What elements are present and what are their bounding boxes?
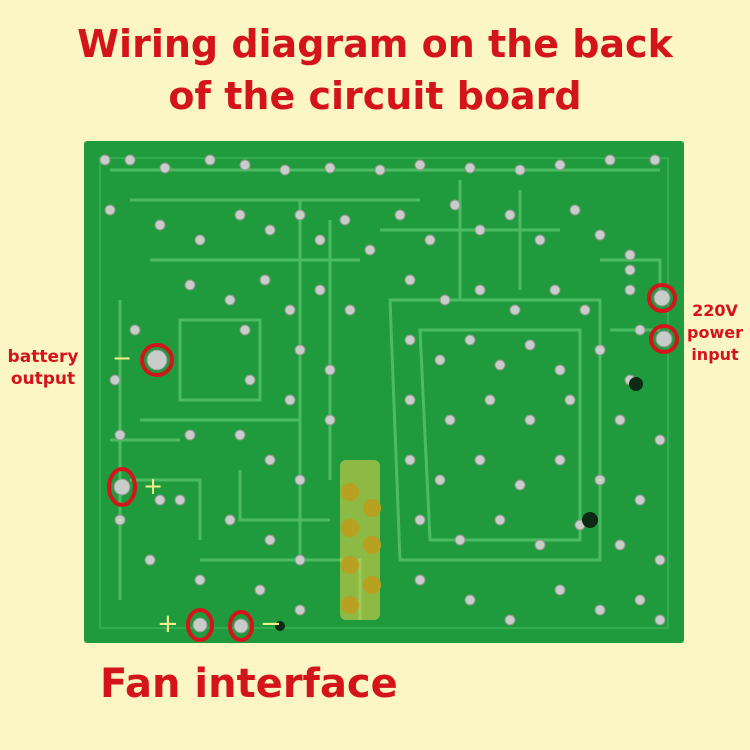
battery-output-line-2: output <box>10 369 76 389</box>
power-input-line-3: input <box>691 345 739 364</box>
diagram-title: Wiring diagram on the back of the circui… <box>0 18 750 122</box>
battery-positive-terminal <box>113 478 131 496</box>
large-pads <box>341 483 381 614</box>
power-input-line-1: 220V <box>692 301 738 320</box>
fan-interface-label: Fan interface <box>100 661 398 707</box>
battery-negative-marker <box>140 343 174 377</box>
power-input-line-2: power <box>687 323 743 342</box>
fan-negative-marker <box>228 610 254 642</box>
battery-positive-marker <box>107 467 137 507</box>
mounting-holes <box>275 377 643 631</box>
power-marker-2 <box>649 324 679 354</box>
fan-positive-sign: + <box>157 609 179 639</box>
fan-negative-sign: − <box>260 609 282 639</box>
battery-negative-terminal <box>146 349 168 371</box>
title-line-2: of the circuit board <box>168 74 582 118</box>
battery-positive-sign: + <box>143 472 163 500</box>
power-marker-1 <box>647 283 677 313</box>
battery-output-label: battery output <box>0 346 86 390</box>
copper-traces <box>110 168 662 620</box>
battery-negative-sign: − <box>112 344 132 372</box>
solder-pads <box>99 154 666 626</box>
fan-negative-terminal <box>233 618 249 634</box>
fan-positive-terminal <box>192 617 208 633</box>
title-line-1: Wiring diagram on the back <box>77 22 673 66</box>
power-terminal-2 <box>655 330 673 348</box>
battery-output-line-1: battery <box>7 347 79 367</box>
power-terminal-1 <box>653 289 671 307</box>
fan-positive-marker <box>186 608 214 642</box>
power-input-label: 220V power input <box>680 300 750 366</box>
circuit-board <box>84 141 684 643</box>
